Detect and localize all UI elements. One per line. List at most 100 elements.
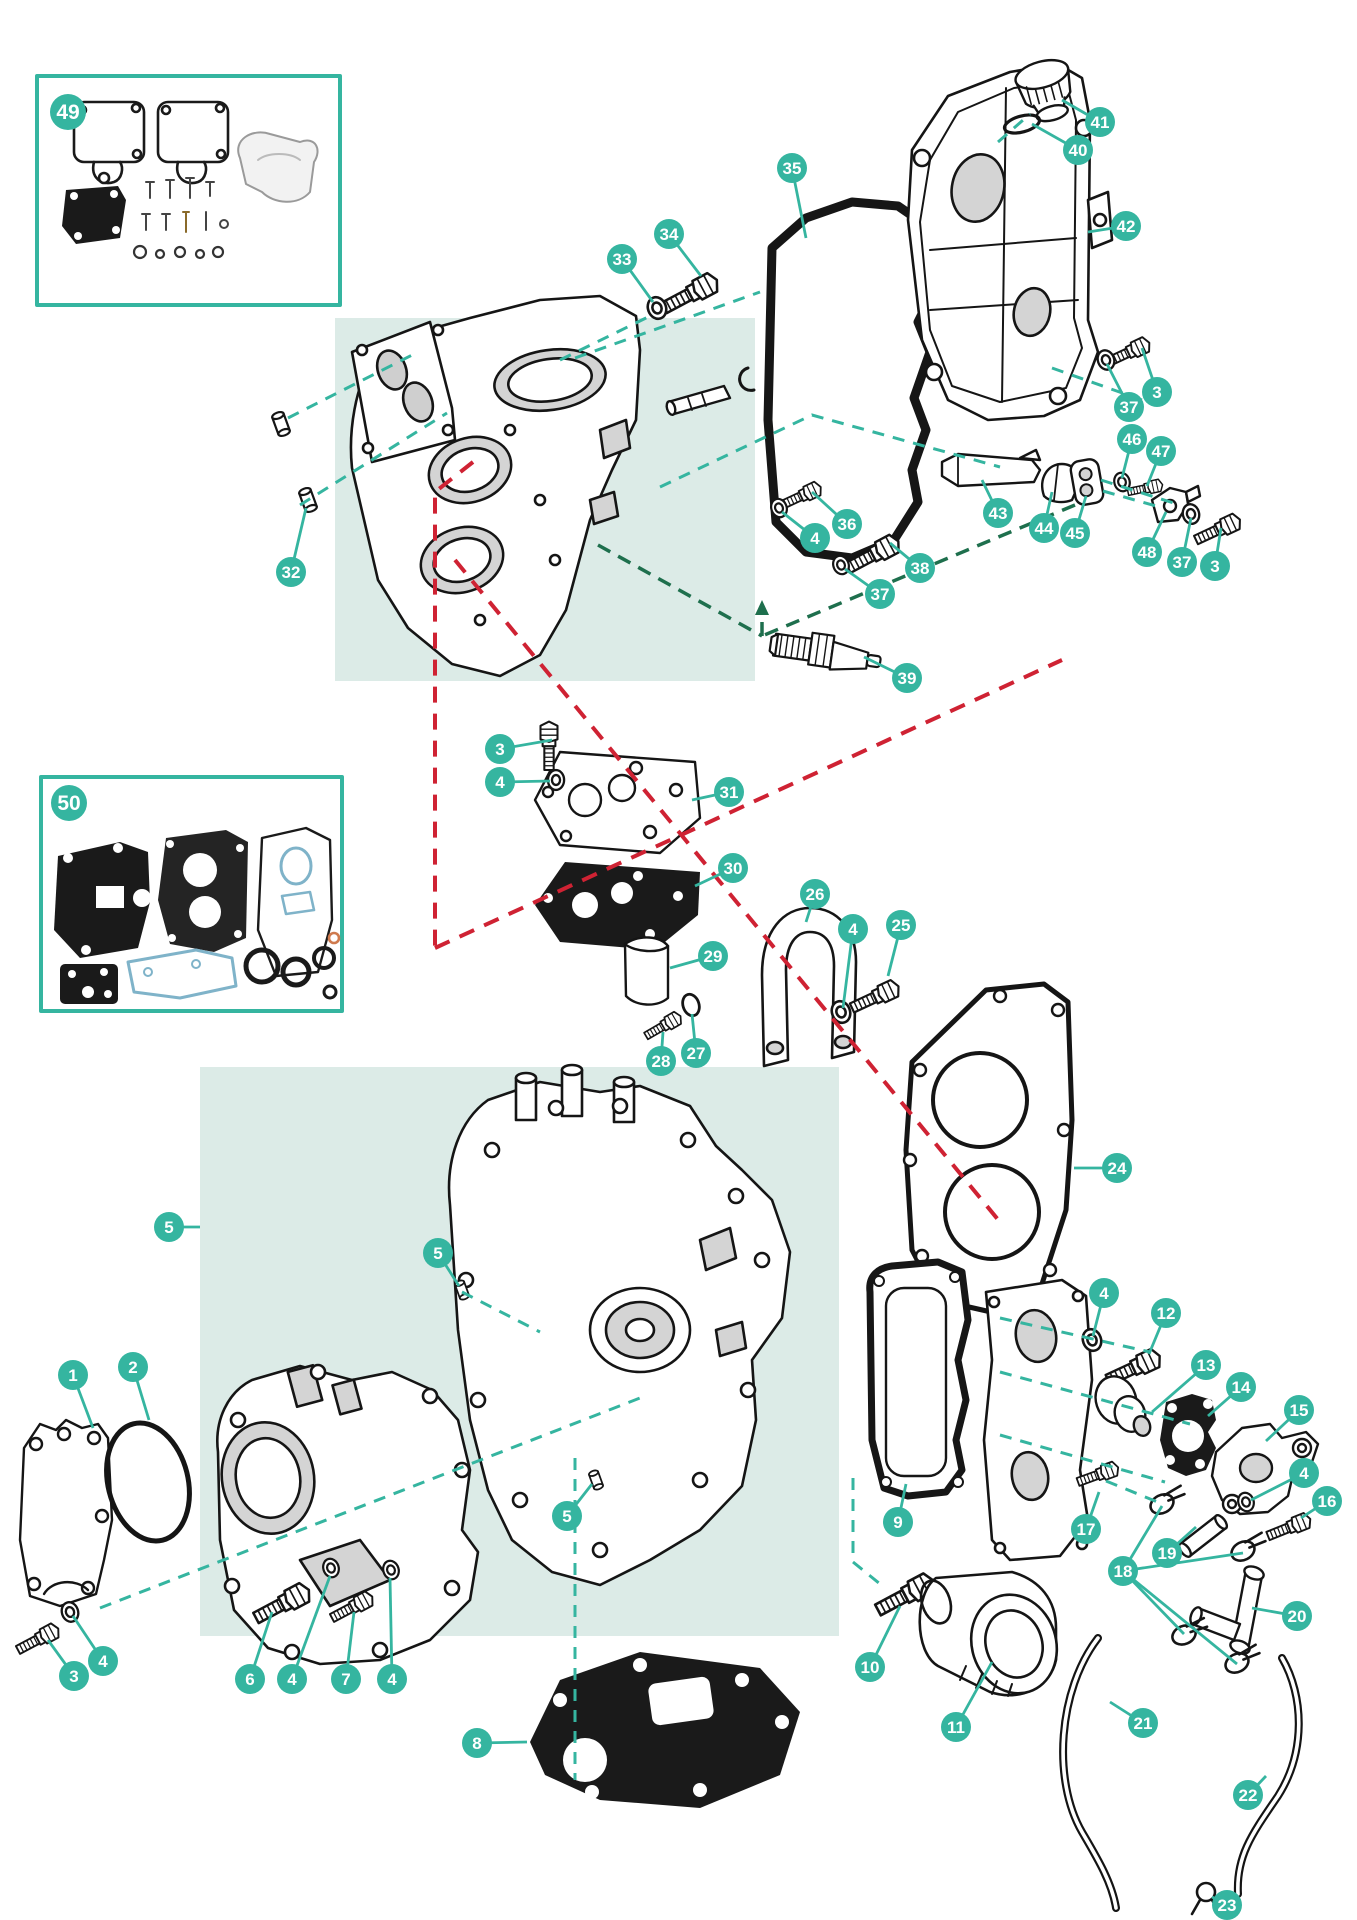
gasket-kit-inset-box (39, 775, 344, 1013)
callout-44[interactable]: 44 (1029, 513, 1059, 543)
carb-kit-inset-box (35, 74, 342, 307)
callout-27[interactable]: 27 (681, 1038, 711, 1068)
callout-4d[interactable]: 4 (838, 914, 868, 944)
callout-50[interactable]: 50 (51, 785, 87, 821)
callout-40[interactable]: 40 (1063, 135, 1093, 165)
callout-13[interactable]: 13 (1191, 1350, 1221, 1380)
callout-1[interactable]: 1 (58, 1360, 88, 1390)
callout-10[interactable]: 10 (855, 1652, 885, 1682)
hose-clip-18b (1225, 1531, 1271, 1567)
callout-28[interactable]: 28 (646, 1046, 676, 1076)
callout-45[interactable]: 45 (1060, 518, 1090, 548)
datum-arrow (755, 600, 769, 615)
callout-33[interactable]: 33 (607, 244, 637, 274)
fitting-17 (1074, 1459, 1122, 1490)
callout-3c[interactable]: 3 (485, 734, 515, 764)
callout-37c[interactable]: 37 (865, 579, 895, 609)
callout-32[interactable]: 32 (276, 557, 306, 587)
callout-43[interactable]: 43 (983, 498, 1013, 528)
anode-cup-29 (623, 936, 670, 1006)
callout-20[interactable]: 20 (1282, 1601, 1312, 1631)
callout-4f[interactable]: 4 (277, 1664, 307, 1694)
crankcase (216, 1363, 480, 1666)
callout-22[interactable]: 22 (1233, 1780, 1263, 1810)
oil-tube-19 (1177, 1514, 1229, 1558)
callout-12[interactable]: 12 (1151, 1298, 1181, 1328)
callout-5b[interactable]: 5 (423, 1238, 453, 1268)
callout-35[interactable]: 35 (777, 153, 807, 183)
callout-9[interactable]: 9 (883, 1507, 913, 1537)
callout-19[interactable]: 19 (1152, 1538, 1182, 1568)
callout-4g[interactable]: 4 (377, 1664, 407, 1694)
callout-38[interactable]: 38 (905, 553, 935, 583)
dowel-pin-32b (297, 485, 319, 515)
callout-11[interactable]: 11 (941, 1712, 971, 1742)
callout-14[interactable]: 14 (1226, 1372, 1256, 1402)
callout-3b[interactable]: 3 (1200, 551, 1230, 581)
callout-7[interactable]: 7 (331, 1664, 361, 1694)
side-cover-plate-1 (18, 1418, 114, 1608)
callout-4e[interactable]: 4 (88, 1646, 118, 1676)
plug-bolt-28 (641, 1009, 685, 1043)
callout-34[interactable]: 34 (654, 219, 684, 249)
oil-filler-cap (1014, 58, 1072, 123)
washer-33 (643, 293, 671, 323)
callout-2[interactable]: 2 (118, 1352, 148, 1382)
callout-30[interactable]: 30 (718, 853, 748, 883)
callout-39[interactable]: 39 (892, 663, 922, 693)
callout-46[interactable]: 46 (1117, 424, 1147, 454)
callout-25[interactable]: 25 (886, 910, 916, 940)
spark-plug (768, 631, 882, 671)
callout-47[interactable]: 47 (1146, 436, 1176, 466)
callout-26[interactable]: 26 (800, 879, 830, 909)
callout-4b[interactable]: 4 (800, 523, 830, 553)
carb-kit-orings (132, 244, 225, 260)
callout-4h[interactable]: 4 (1089, 1278, 1119, 1308)
washer-4-breather (546, 768, 566, 792)
hose-clip-18a (1144, 1484, 1190, 1520)
breather-gasket-30 (535, 862, 700, 950)
dowel-pin-32a (270, 409, 292, 439)
callout-16[interactable]: 16 (1312, 1486, 1342, 1516)
callout-8[interactable]: 8 (462, 1728, 492, 1758)
callout-5a[interactable]: 5 (154, 1212, 184, 1242)
thermostat-cover-15 (1210, 1422, 1320, 1516)
callout-24[interactable]: 24 (1102, 1153, 1132, 1183)
anode-holder-45 (1069, 458, 1105, 506)
callout-48[interactable]: 48 (1132, 537, 1162, 567)
callout-42[interactable]: 42 (1111, 211, 1141, 241)
callout-5c[interactable]: 5 (552, 1501, 582, 1531)
callout-37a[interactable]: 37 (1114, 392, 1144, 422)
base-gasket-8 (530, 1652, 800, 1808)
callout-3a[interactable]: 3 (1142, 377, 1172, 407)
callout-36[interactable]: 36 (832, 509, 862, 539)
hose-connector-20 (1189, 1565, 1265, 1655)
bolt-34 (657, 269, 724, 319)
callout-18[interactable]: 18 (1108, 1556, 1138, 1586)
callout-17[interactable]: 17 (1071, 1514, 1101, 1544)
callout-31[interactable]: 31 (714, 777, 744, 807)
callout-15[interactable]: 15 (1284, 1395, 1314, 1425)
head-side-cover (906, 62, 1114, 422)
anode-rod-43 (940, 448, 1042, 488)
breather-plate-31 (533, 750, 702, 855)
callout-23[interactable]: 23 (1212, 1890, 1242, 1920)
carb-kit-diaphragm (62, 186, 126, 244)
callout-3d[interactable]: 3 (59, 1661, 89, 1691)
callout-6[interactable]: 6 (235, 1664, 265, 1694)
oring-27 (681, 992, 701, 1018)
callout-49[interactable]: 49 (50, 94, 86, 130)
exhaust-gasket-9 (866, 1258, 972, 1500)
callout-29[interactable]: 29 (698, 941, 728, 971)
callout-37b[interactable]: 37 (1167, 547, 1197, 577)
callout-41[interactable]: 41 (1085, 107, 1115, 137)
oil-filter-11 (918, 1570, 1059, 1697)
callout-4c[interactable]: 4 (485, 767, 515, 797)
bolt-3-cover (13, 1620, 63, 1659)
callout-4i[interactable]: 4 (1289, 1458, 1319, 1488)
callout-21[interactable]: 21 (1128, 1708, 1158, 1738)
thermostat-gasket-14 (1160, 1394, 1216, 1476)
thermostat-13 (1094, 1375, 1152, 1438)
